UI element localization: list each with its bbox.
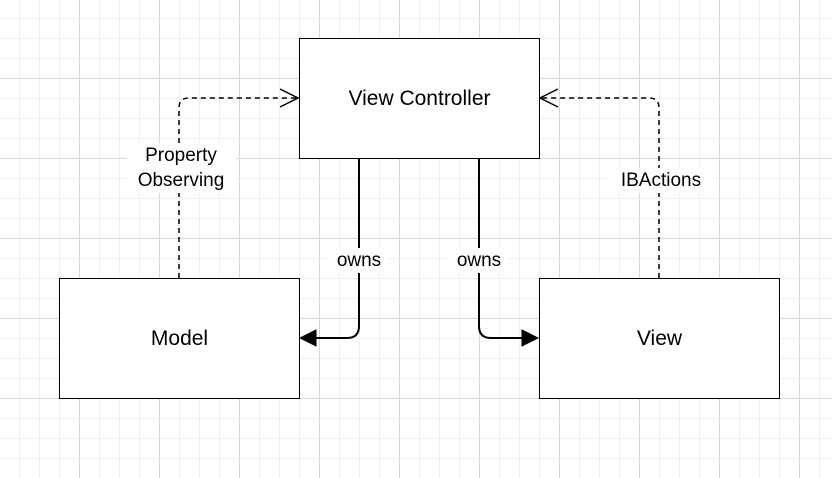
edge-label-line-2: Observing	[137, 170, 225, 191]
edge-owns-model	[316, 158, 360, 339]
node-view-label: View	[636, 326, 683, 350]
edge-label-owns-view: owns	[449, 248, 509, 273]
edge-label-ibactions: IBActions	[609, 168, 713, 193]
node-view[interactable]: View	[539, 278, 780, 399]
edge-label-owns-model: owns	[329, 248, 389, 273]
filled-arrowhead-icon	[521, 329, 540, 347]
edge-owns-view	[478, 158, 522, 339]
node-view-controller[interactable]: View Controller	[299, 38, 540, 159]
filled-arrowhead-icon	[298, 329, 317, 347]
edge-label-property-observing: Property Observing	[126, 143, 236, 193]
node-model-label: Model	[150, 326, 209, 350]
node-view-controller-label: View Controller	[348, 86, 491, 110]
open-arrowhead-icon	[538, 88, 559, 108]
open-arrowhead-icon	[279, 88, 300, 108]
edge-label-line-1: Property	[145, 145, 217, 166]
node-model[interactable]: Model	[59, 278, 300, 399]
